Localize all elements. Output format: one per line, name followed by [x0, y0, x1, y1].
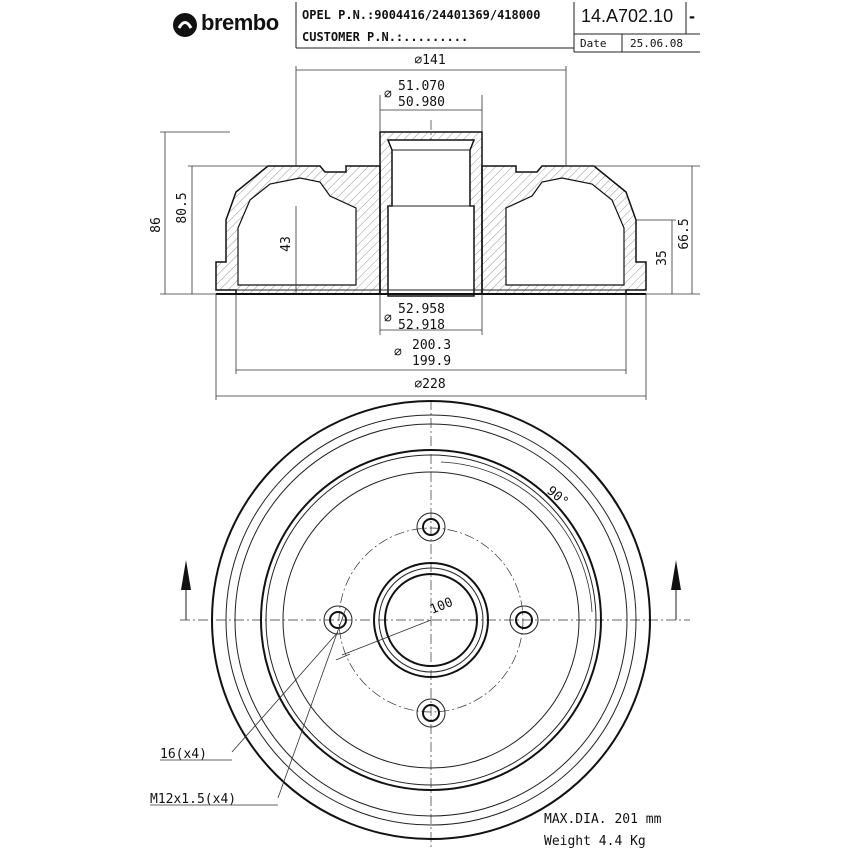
revision: -: [689, 6, 695, 26]
title-block-frame: [295, 2, 700, 53]
section-arrow-right-icon: [671, 560, 681, 620]
dim-bore-lower-max: 52.958: [398, 302, 445, 317]
drum-outer-rim: [211, 400, 651, 840]
dim-drum-max: 200.3: [412, 338, 451, 353]
bolt-hole: [509, 605, 539, 635]
dim-bore-lower-min: 52.918: [398, 318, 445, 333]
center-bore: [373, 562, 489, 678]
thread-leader: [277, 607, 347, 799]
section-view: [160, 66, 700, 400]
dim-bore-lower-prefix: ⌀: [384, 311, 392, 326]
customer-part-number: CUSTOMER P.N.:.........: [302, 30, 469, 44]
dim-bore-upper-max: 51.070: [398, 79, 445, 94]
dim-total-height: 86: [149, 217, 164, 233]
hole-leader: [231, 631, 339, 753]
front-view: [180, 400, 690, 850]
dim-outer-diameter: ⌀141: [414, 53, 445, 68]
bolt-hole: [416, 512, 446, 542]
brand-logo: brembo: [170, 8, 295, 42]
oem-part-numbers: OPEL P.N.:9004416/24401369/418000: [302, 8, 541, 22]
part-number: 14.A702.10: [581, 6, 674, 26]
dim-inner-height: 80.5: [175, 192, 190, 223]
thread-size-label: M12x1.5(x4): [150, 792, 236, 807]
pcd-leader: [341, 619, 432, 656]
date-value: 25.06.08: [630, 37, 683, 50]
section-arrow-left-icon: [181, 560, 191, 620]
dim-hub-height: 43: [279, 236, 294, 252]
weight-spec: Weight 4.4 Kg: [544, 834, 646, 849]
hub-bore: [386, 139, 476, 297]
dim-bore-upper-prefix: ⌀: [384, 87, 392, 102]
bolt-hole: [323, 605, 353, 635]
drum-cavity-left: [237, 177, 357, 286]
dim-right-outer-height: 66.5: [677, 218, 692, 249]
date-label: Date: [580, 37, 607, 50]
pcd-label: 100: [428, 595, 455, 618]
bolt-hole: [416, 698, 446, 728]
dim-bore-upper-min: 50.980: [398, 95, 445, 110]
brand-name: brembo: [201, 10, 279, 35]
angle-arc: [440, 461, 593, 613]
max-diameter-spec: MAX.DIA. 201 mm: [544, 812, 662, 827]
dim-total-diameter: ⌀228: [414, 377, 445, 392]
brembo-logo-icon: [173, 13, 197, 37]
dim-drum-min: 199.9: [412, 354, 451, 369]
dim-right-inner-height: 35: [655, 250, 670, 266]
drum-cavity-right: [505, 177, 625, 286]
hole-size-label: 16(x4): [160, 747, 207, 762]
angle-label: 90°: [543, 484, 571, 511]
dim-drum-prefix: ⌀: [394, 345, 402, 360]
pcd-circle: [338, 527, 524, 713]
